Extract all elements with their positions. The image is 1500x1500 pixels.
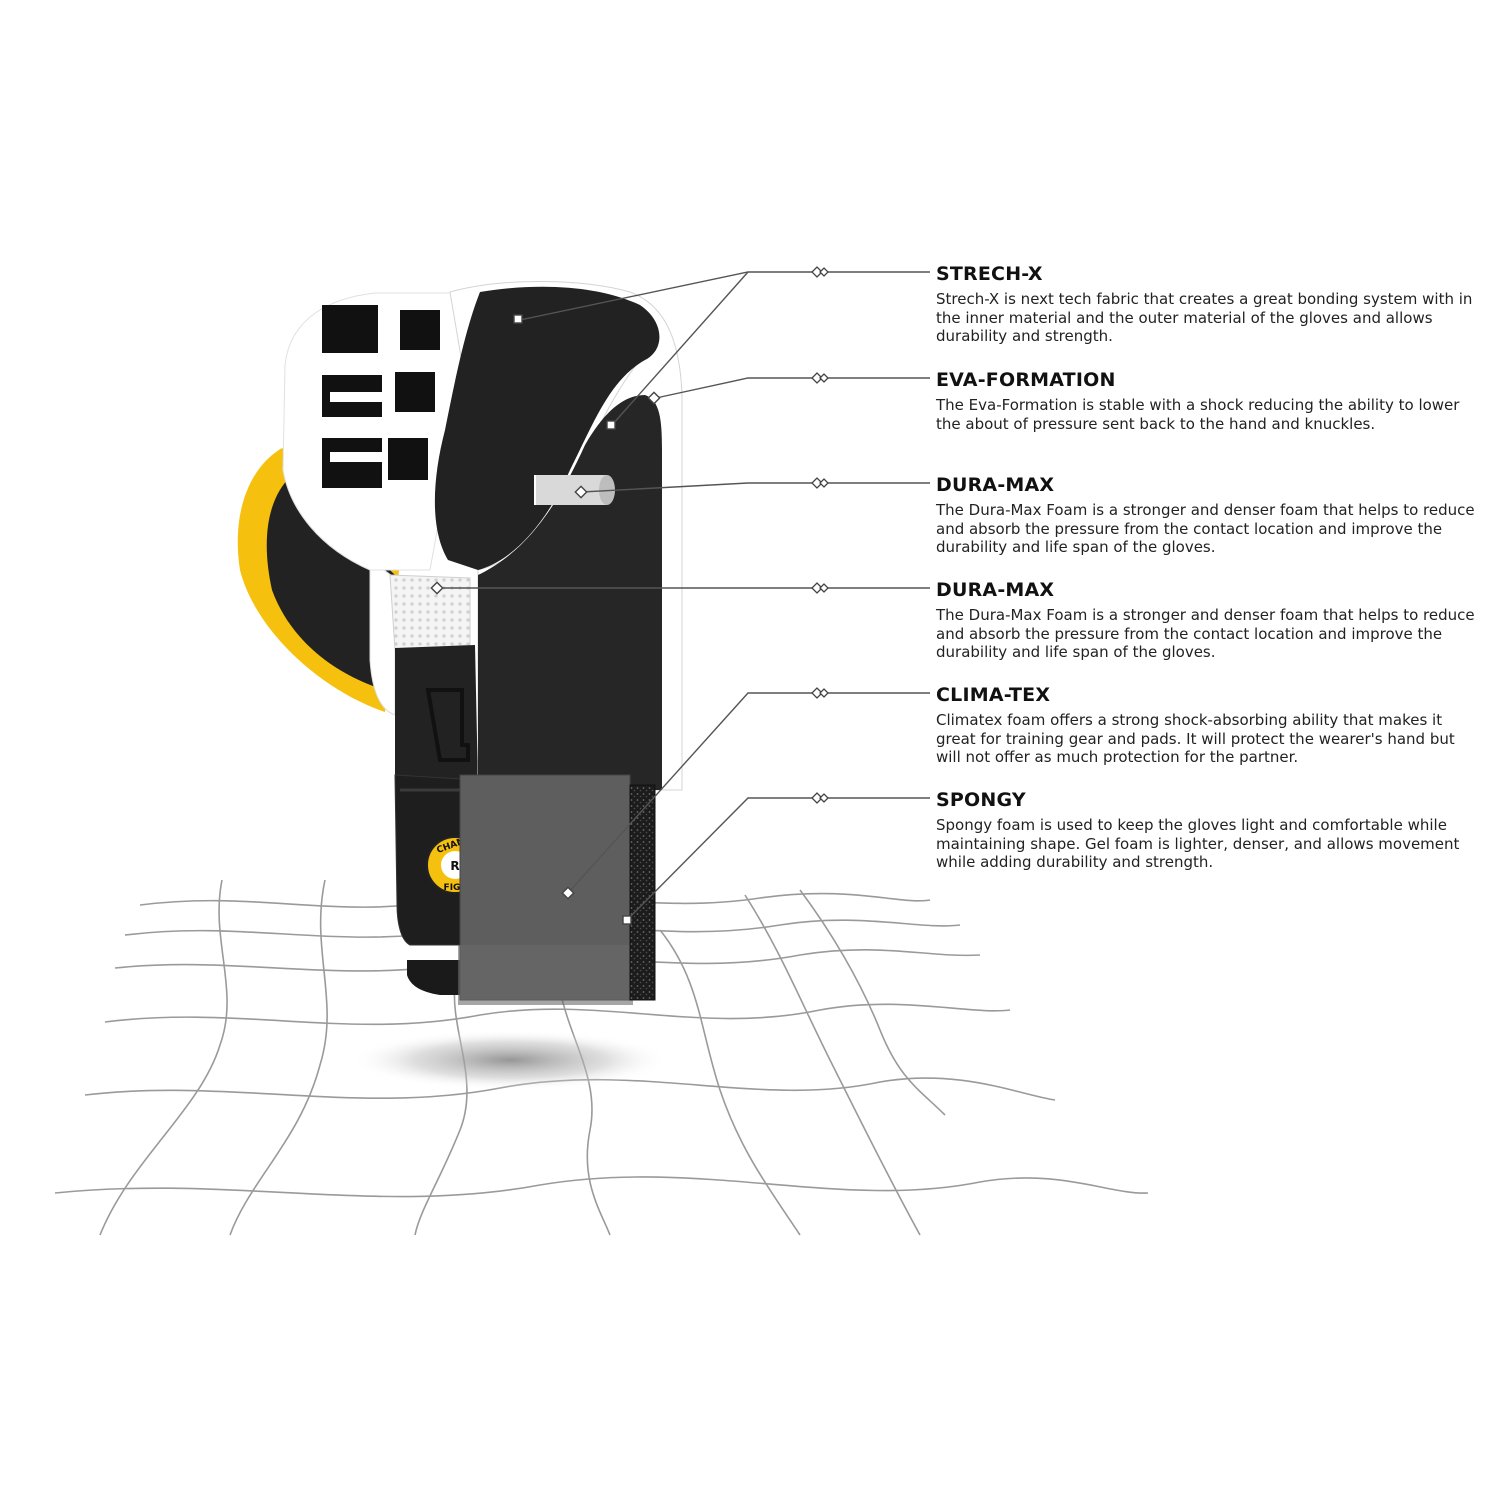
glove-palm-strip	[369, 559, 396, 716]
feature-clima-tex: CLIMA-TEX Climatex foam offers a strong …	[936, 683, 1476, 767]
feature-title: DURA-MAX	[936, 579, 1055, 601]
feature-description: The Dura-Max Foam is a stronger and dens…	[936, 606, 1475, 661]
glove-shadow	[350, 1030, 670, 1090]
feature-strech-x: STRECH-X Strech-X is next tech fabric th…	[936, 262, 1476, 346]
svg-text:FIG: FIG	[444, 883, 461, 893]
callout-diamond-markers	[811, 266, 829, 804]
feature-description: The Eva-Formation is stable with a shock…	[936, 396, 1460, 433]
svg-text:R: R	[450, 859, 459, 873]
feature-title: EVA-FORMATION	[936, 369, 1116, 391]
feature-description: Strech-X is next tech fabric that create…	[936, 290, 1473, 345]
glove-body-lower	[395, 645, 478, 790]
feature-title: STRECH-X	[936, 263, 1043, 285]
mesh-panel	[389, 574, 471, 651]
dura-max-cylinder	[534, 475, 615, 505]
feature-spongy: SPONGY Spongy foam is used to keep the g…	[936, 788, 1476, 872]
feature-description: The Dura-Max Foam is a stronger and dens…	[936, 501, 1475, 556]
floor-grid	[54, 879, 1149, 1236]
feature-dura-max-2: DURA-MAX The Dura-Max Foam is a stronger…	[936, 578, 1476, 662]
feature-title: CLIMA-TEX	[936, 684, 1051, 706]
feature-description: Climatex foam offers a strong shock-abso…	[936, 711, 1455, 766]
spongy-foam-strip	[629, 784, 656, 1001]
callout-markers	[430, 314, 661, 925]
feature-title: SPONGY	[936, 789, 1026, 811]
feature-eva-formation: EVA-FORMATION The Eva-Formation is stabl…	[936, 368, 1476, 433]
callout-leader-lines	[437, 271, 930, 921]
feature-title: DURA-MAX	[936, 474, 1055, 496]
glove-front-panel	[282, 292, 481, 571]
feature-dura-max-1: DURA-MAX The Dura-Max Foam is a stronger…	[936, 473, 1476, 557]
feature-description: Spongy foam is used to keep the gloves l…	[936, 816, 1460, 871]
